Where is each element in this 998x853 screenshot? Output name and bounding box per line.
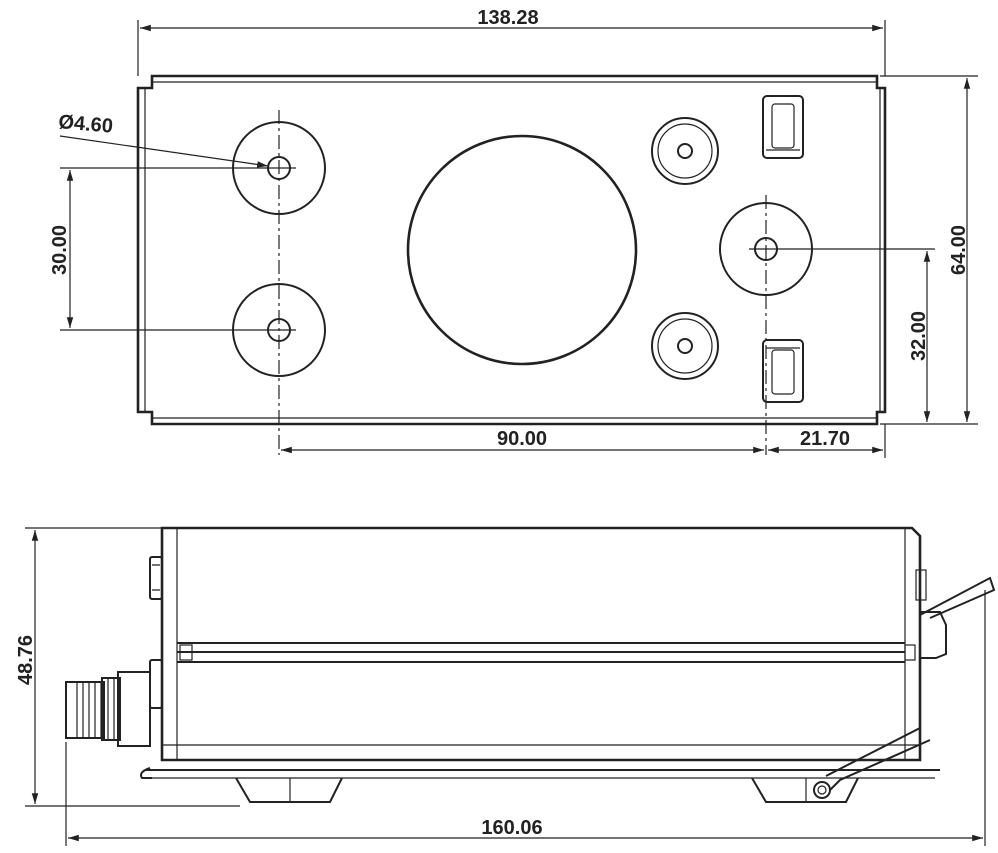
dim-width-138: 138.28 xyxy=(137,7,886,76)
dim-30: 30.00 xyxy=(49,167,262,331)
dim-30-label: 30.00 xyxy=(49,225,71,275)
stud-top xyxy=(651,117,719,185)
clip-top xyxy=(762,95,804,159)
left-fasteners xyxy=(149,556,163,709)
stud-bottom xyxy=(651,312,719,380)
side-view: 48.76 160.06 xyxy=(15,526,996,846)
dim-48-76: 48.76 xyxy=(15,527,240,807)
clip-bottom xyxy=(762,339,804,403)
rf-connector xyxy=(65,671,151,747)
top-view: 138.28 64.00 32.00 30.00 Ø4.60 90. xyxy=(49,7,978,458)
center-lines xyxy=(262,110,783,455)
right-latch xyxy=(813,569,996,799)
dim-160-06-label: 160.06 xyxy=(481,817,542,839)
dim-48-76-label: 48.76 xyxy=(15,635,37,685)
dim-32: 32.00 xyxy=(783,248,935,422)
center-opening xyxy=(406,134,638,366)
dim-diameter-label: Ø4.60 xyxy=(58,111,114,138)
side-base xyxy=(140,767,940,803)
dim-64-label: 64.00 xyxy=(948,225,970,275)
top-plate-outline xyxy=(136,74,887,426)
dim-138-label: 138.28 xyxy=(477,7,538,29)
dim-height-64: 64.00 xyxy=(880,75,978,425)
dim-21-70: 21.70 xyxy=(768,424,886,458)
dim-32-label: 32.00 xyxy=(908,311,930,361)
dim-21-70-label: 21.70 xyxy=(800,428,850,450)
dim-160-06: 160.06 xyxy=(65,590,986,846)
dim-90-label: 90.00 xyxy=(497,428,547,450)
side-housing xyxy=(160,526,922,762)
dim-diameter-4-60: Ø4.60 xyxy=(58,111,269,168)
dim-90: 90.00 xyxy=(281,428,764,454)
